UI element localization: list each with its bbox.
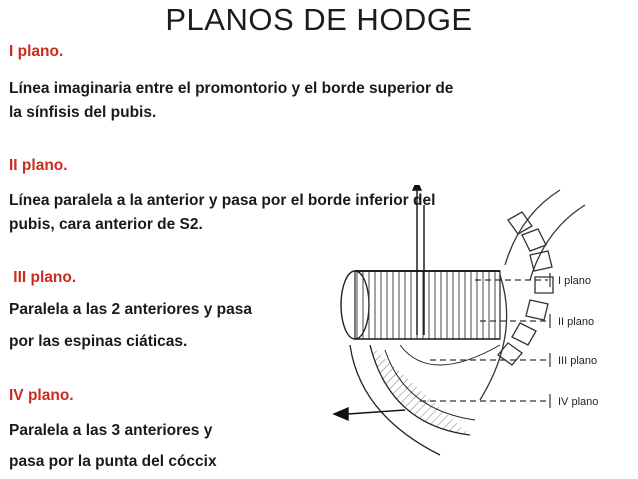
- plane-lines: [420, 279, 548, 402]
- section-4-heading: IV plano.: [9, 387, 74, 404]
- figure-label-2: II plano: [558, 316, 594, 328]
- section-1-line-2: la sínfisis del pubis.: [9, 104, 157, 121]
- section-2-heading: II plano.: [9, 157, 68, 174]
- section-4-line-2: pasa por la punta del cóccix: [9, 453, 217, 470]
- hodge-planes-diagram: I plano II plano III plano IV plano: [332, 185, 598, 456]
- section-1-heading: I plano.: [9, 43, 64, 60]
- figure-label-4: IV plano: [558, 396, 598, 408]
- section-1-line-1: Línea imaginaria entre el promontorio y …: [9, 80, 454, 97]
- axis-arrow: [332, 185, 425, 422]
- pelvic-canal-illustration: [340, 270, 501, 456]
- figure-label-3: III plano: [558, 355, 597, 367]
- section-2-line-1: Línea paralela a la anterior y pasa por …: [9, 192, 436, 209]
- section-3-line-2: por las espinas ciáticas.: [9, 333, 188, 350]
- sacrum-illustration: [479, 189, 586, 401]
- page-title: PLANOS DE HODGE: [165, 2, 473, 37]
- section-3-line-1: Paralela a las 2 anteriores y pasa: [9, 301, 252, 318]
- section-3-heading: III plano.: [9, 269, 77, 286]
- section-2-line-2: pubis, cara anterior de S2.: [9, 216, 203, 233]
- figure-label-1: I plano: [558, 275, 591, 287]
- section-4-line-1: Paralela a las 3 anteriores y: [9, 422, 213, 439]
